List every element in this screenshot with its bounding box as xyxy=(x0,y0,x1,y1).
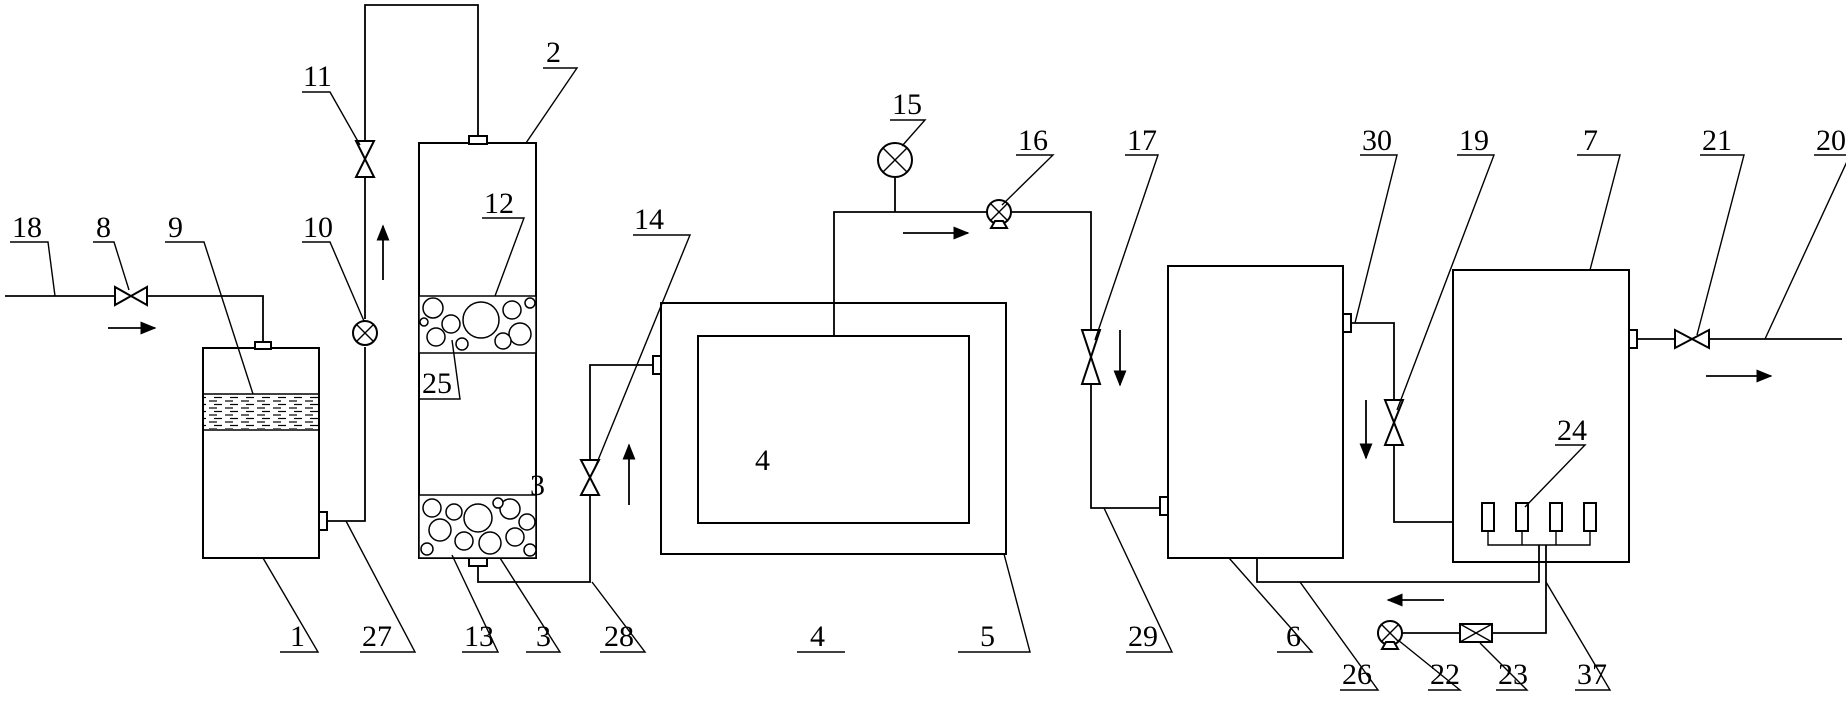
label-4b: 4 xyxy=(810,620,825,653)
valve-21-icon xyxy=(1674,328,1710,350)
packing-layer-9 xyxy=(203,393,319,431)
label-11: 11 xyxy=(303,60,332,93)
label-4: 4 xyxy=(755,444,770,477)
return-pipe-26 xyxy=(1256,545,1547,634)
label-3b: 3 xyxy=(536,620,551,653)
label-12: 12 xyxy=(484,187,514,220)
valve-8-icon xyxy=(114,285,148,307)
pump-16-icon xyxy=(986,199,1012,229)
pipe-28 xyxy=(477,364,653,583)
label-2: 2 xyxy=(546,36,561,69)
valve-19-icon xyxy=(1383,399,1405,446)
label-28: 28 xyxy=(604,620,634,653)
label-18: 18 xyxy=(12,211,42,244)
label-26: 26 xyxy=(1342,658,1372,691)
pebble-layer-12 xyxy=(418,295,537,354)
label-7: 7 xyxy=(1583,124,1598,157)
gas-pipe xyxy=(833,178,1160,509)
leader-lines xyxy=(10,67,1846,691)
pump-10-icon xyxy=(352,320,378,346)
inlet-pipe-18 xyxy=(5,295,264,342)
label-5: 5 xyxy=(980,620,995,653)
pipe-27 xyxy=(327,4,479,522)
tank-7 xyxy=(1452,269,1638,563)
label-15: 15 xyxy=(892,88,922,121)
meter-15-icon xyxy=(877,142,913,178)
outlet-pipe-20 xyxy=(1637,338,1842,383)
diffusers-24 xyxy=(1481,502,1597,546)
label-37: 37 xyxy=(1577,658,1607,691)
labels: 18 8 9 10 11 2 12 25 14 3 4 15 16 17 30 … xyxy=(12,36,1846,691)
inner-chamber-4 xyxy=(697,335,970,524)
valve-11-icon xyxy=(354,140,376,178)
label-14: 14 xyxy=(634,203,664,236)
label-20: 20 xyxy=(1816,124,1846,157)
tank-1 xyxy=(202,341,328,559)
label-10: 10 xyxy=(303,211,333,244)
label-30: 30 xyxy=(1362,124,1392,157)
label-27: 27 xyxy=(362,620,392,653)
label-1: 1 xyxy=(290,620,305,653)
filter-23-icon xyxy=(1459,623,1493,643)
pump-22-icon xyxy=(1377,620,1403,650)
pebble-layer-13 xyxy=(418,494,537,559)
label-6: 6 xyxy=(1286,620,1301,653)
valve-17-icon xyxy=(1080,329,1102,385)
label-21: 21 xyxy=(1702,124,1732,157)
label-8: 8 xyxy=(96,211,111,244)
tank-6 xyxy=(1159,265,1352,559)
label-25: 25 xyxy=(422,367,452,400)
label-17: 17 xyxy=(1127,124,1157,157)
label-13: 13 xyxy=(464,620,494,653)
label-3: 3 xyxy=(530,469,545,502)
label-16: 16 xyxy=(1018,124,1048,157)
label-29: 29 xyxy=(1128,620,1158,653)
label-19: 19 xyxy=(1459,124,1489,157)
label-22: 22 xyxy=(1430,658,1460,691)
label-23: 23 xyxy=(1498,658,1528,691)
port-30-pipe xyxy=(1351,322,1457,523)
label-24: 24 xyxy=(1557,414,1587,447)
label-9: 9 xyxy=(168,211,183,244)
